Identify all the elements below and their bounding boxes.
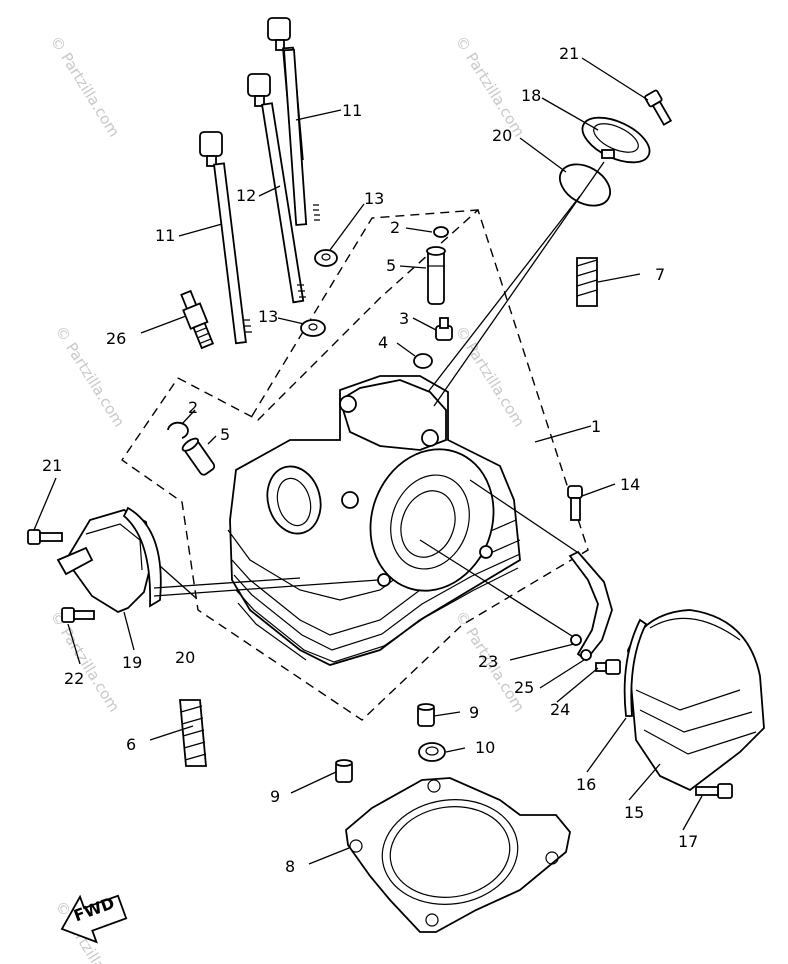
callout-5: 5	[220, 425, 230, 444]
callout-26: 26	[106, 329, 126, 348]
callout-19: 19	[122, 653, 142, 672]
gasket-20-left	[122, 506, 162, 608]
callout-10: 10	[475, 738, 495, 757]
callout-13: 13	[258, 307, 278, 326]
bolt-24	[595, 659, 621, 675]
washer-4	[413, 353, 433, 369]
watermark: © Partzilla.com	[47, 33, 124, 141]
dowel-9-right	[417, 703, 435, 727]
watermark: © Partzilla.com	[452, 33, 529, 141]
head-gasket-8	[345, 777, 571, 933]
callout-11: 11	[342, 101, 362, 120]
washer-13-upper	[314, 249, 338, 267]
callout-22: 22	[64, 669, 84, 688]
callout-21: 21	[42, 456, 62, 475]
spark-plug-26	[180, 289, 215, 350]
head-bolt-12	[247, 73, 306, 304]
cylinder-head-1	[227, 375, 521, 666]
callout-8: 8	[285, 857, 295, 876]
callout-15: 15	[624, 803, 644, 822]
callout-7: 7	[655, 265, 665, 284]
watermark: © Partzilla.com	[47, 608, 124, 716]
bolt-14	[567, 485, 583, 521]
callout-24: 24	[550, 700, 570, 719]
callout-2: 2	[390, 218, 400, 237]
callout-25: 25	[514, 678, 534, 697]
callout-6: 6	[126, 735, 136, 754]
callout-18: 18	[521, 86, 541, 105]
leader-lines	[33, 57, 703, 865]
side-cover-19	[56, 509, 153, 614]
spring-6	[179, 699, 207, 767]
side-cover-15	[627, 609, 765, 792]
callout-12: 12	[236, 186, 256, 205]
o-ring-10	[418, 742, 446, 762]
chain-guide-25	[568, 550, 613, 662]
valve-guide-5-right	[426, 246, 446, 305]
assembly-outline	[121, 208, 589, 721]
callout-labels: 21 18 20 11 12 11 13 13 2 5 3 4 7 26 2 5…	[42, 44, 698, 876]
fwd-arrow: FWD	[60, 893, 128, 944]
callout-20: 20	[175, 648, 195, 667]
bolt-22	[61, 607, 95, 623]
head-bolt-11-left	[199, 131, 252, 345]
callout-11: 11	[155, 226, 175, 245]
gasket-16	[623, 618, 648, 717]
clip-2-left	[167, 421, 189, 439]
callout-13: 13	[364, 189, 384, 208]
callout-9: 9	[469, 703, 479, 722]
callout-17: 17	[678, 832, 698, 851]
plug-3	[435, 317, 453, 341]
o-ring-20-top	[559, 163, 611, 207]
cap-18	[581, 116, 651, 164]
valve-guide-5-left	[181, 437, 216, 476]
callout-2: 2	[188, 398, 198, 417]
washer-13-lower	[300, 319, 326, 337]
dowel-9-left	[335, 759, 353, 783]
callout-9: 9	[270, 787, 280, 806]
bolt-21-top	[644, 89, 673, 126]
clip-2-right	[433, 226, 449, 238]
callout-14: 14	[620, 475, 640, 494]
head-bolt-11-right	[267, 17, 320, 226]
spring-7	[576, 257, 598, 307]
callout-20: 20	[492, 126, 512, 145]
callout-21: 21	[559, 44, 579, 63]
bolt-17	[695, 783, 733, 799]
callout-4: 4	[378, 333, 388, 352]
callout-1: 1	[591, 417, 601, 436]
callout-3: 3	[399, 309, 409, 328]
watermark: © Partzilla.com	[452, 323, 529, 431]
bolt-21-left	[27, 529, 63, 545]
callout-5: 5	[386, 256, 396, 275]
callout-16: 16	[576, 775, 596, 794]
callout-23: 23	[478, 652, 498, 671]
